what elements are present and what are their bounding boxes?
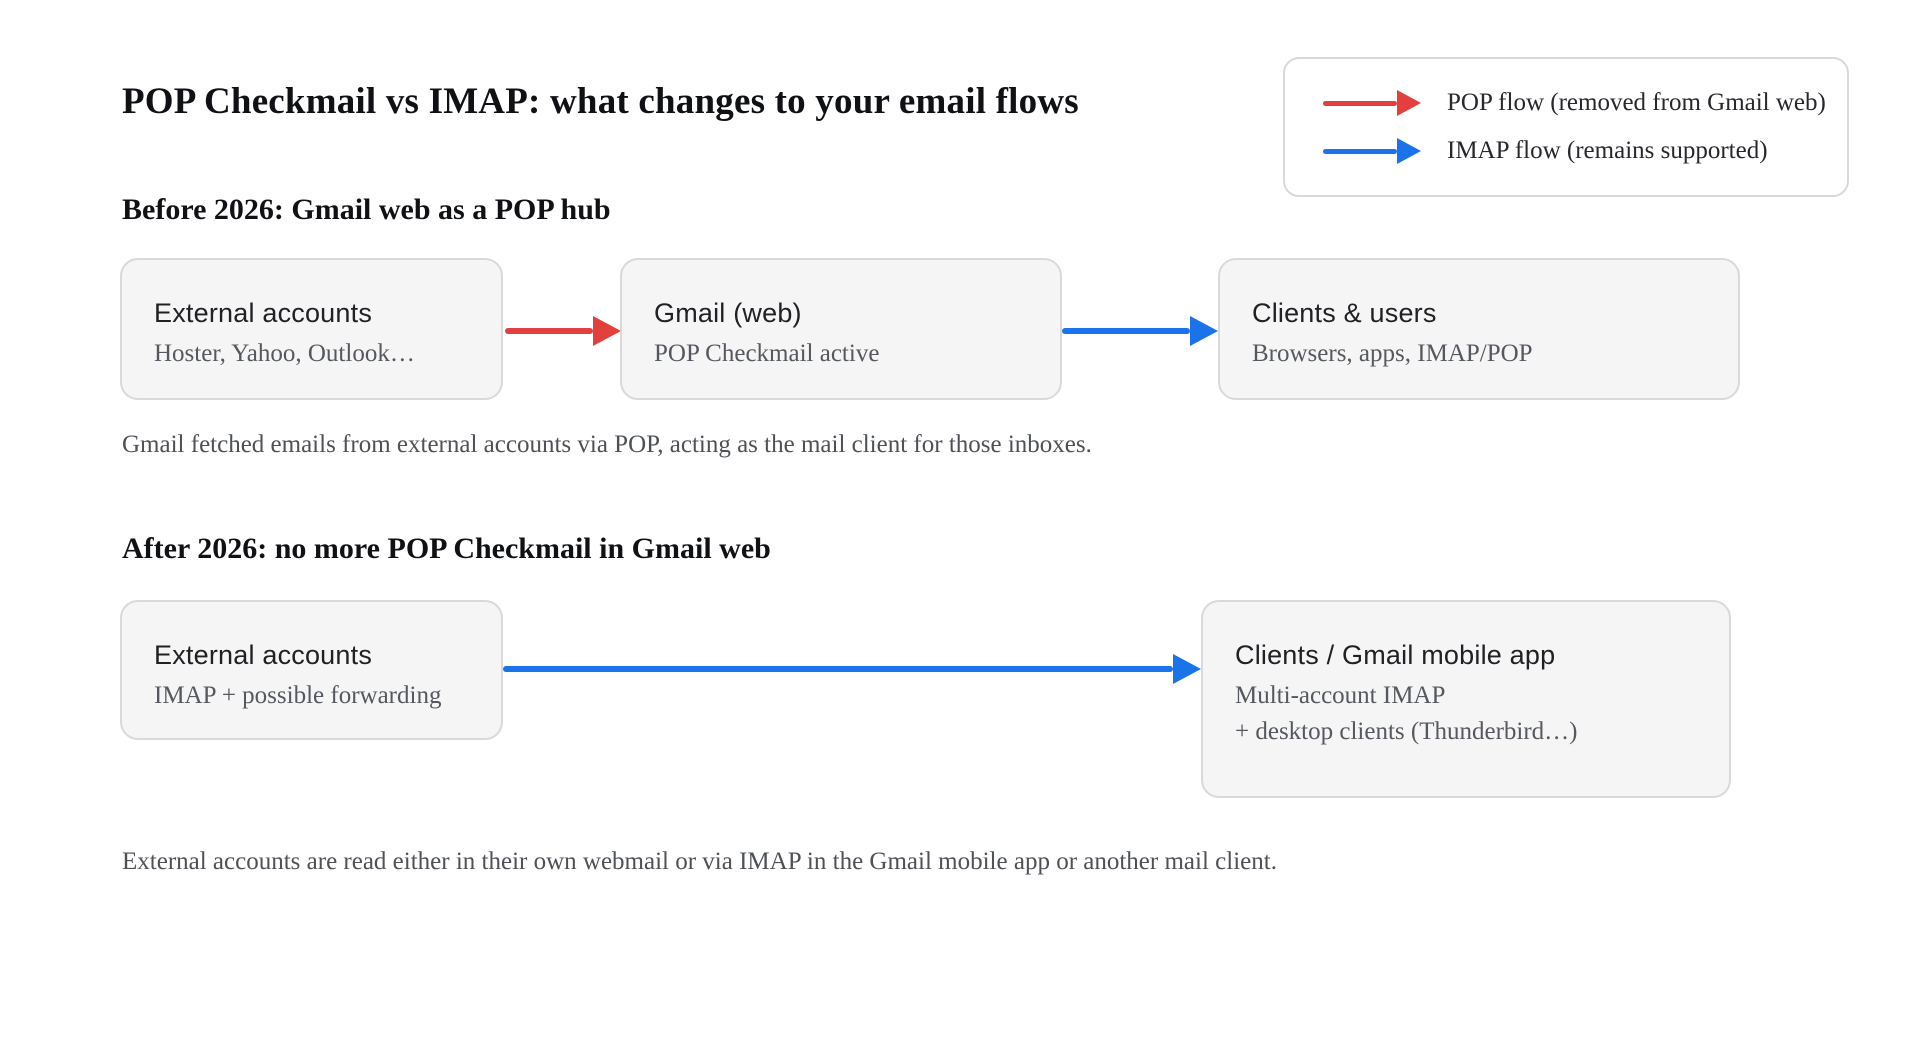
legend-item-pop: POP flow (removed from Gmail web) bbox=[1323, 89, 1847, 117]
imap-flow-arrow-icon bbox=[503, 654, 1201, 684]
node-clients-and-users: Clients & users Browsers, apps, IMAP/POP bbox=[1218, 258, 1740, 400]
node-title: External accounts bbox=[154, 298, 373, 328]
imap-arrow-icon bbox=[1323, 138, 1421, 164]
node-title: External accounts bbox=[154, 640, 373, 670]
page-title: POP Checkmail vs IMAP: what changes to y… bbox=[122, 81, 1079, 122]
section-heading-before-2026: Before 2026: Gmail web as a POP hub bbox=[122, 193, 611, 226]
arrow-head bbox=[1397, 138, 1421, 164]
node-subtitle: Browsers, apps, IMAP/POP bbox=[1252, 340, 1533, 367]
arrow-shaft bbox=[1323, 148, 1397, 154]
arrow-shaft bbox=[503, 666, 1173, 672]
node-title: Clients / Gmail mobile app bbox=[1235, 640, 1556, 670]
arrow-head bbox=[1173, 654, 1201, 684]
caption-before-2026: Gmail fetched emails from external accou… bbox=[122, 431, 1092, 458]
node-external-accounts-after: External accounts IMAP + possible forwar… bbox=[120, 600, 503, 740]
legend-item-imap: IMAP flow (remains supported) bbox=[1323, 137, 1847, 165]
arrow-shaft bbox=[505, 328, 593, 334]
node-subtitle: + desktop clients (Thunderbird…) bbox=[1235, 718, 1578, 745]
imap-flow-arrow-icon bbox=[1062, 316, 1218, 346]
caption-after-2026: External accounts are read either in the… bbox=[122, 848, 1277, 875]
node-external-accounts-before: External accounts Hoster, Yahoo, Outlook… bbox=[120, 258, 503, 400]
arrow-shaft bbox=[1062, 328, 1190, 334]
node-clients-gmail-mobile-app: Clients / Gmail mobile app Multi-account… bbox=[1201, 600, 1731, 798]
node-subtitle: Hoster, Yahoo, Outlook… bbox=[154, 340, 415, 367]
pop-arrow-icon bbox=[1323, 90, 1421, 116]
legend-label-pop: POP flow (removed from Gmail web) bbox=[1447, 89, 1826, 116]
legend-label-imap: IMAP flow (remains supported) bbox=[1447, 137, 1768, 164]
section-heading-after-2026: After 2026: no more POP Checkmail in Gma… bbox=[122, 532, 771, 565]
arrow-head bbox=[593, 316, 621, 346]
legend: POP flow (removed from Gmail web) IMAP f… bbox=[1283, 57, 1849, 197]
node-title: Gmail (web) bbox=[654, 298, 802, 328]
node-title: Clients & users bbox=[1252, 298, 1437, 328]
pop-flow-arrow-icon bbox=[505, 316, 621, 346]
node-subtitle: POP Checkmail active bbox=[654, 340, 880, 367]
node-gmail-web: Gmail (web) POP Checkmail active bbox=[620, 258, 1062, 400]
node-subtitle: IMAP + possible forwarding bbox=[154, 682, 442, 709]
arrow-shaft bbox=[1323, 100, 1397, 106]
node-subtitle: Multi-account IMAP bbox=[1235, 682, 1446, 709]
arrow-head bbox=[1190, 316, 1218, 346]
arrow-head bbox=[1397, 90, 1421, 116]
